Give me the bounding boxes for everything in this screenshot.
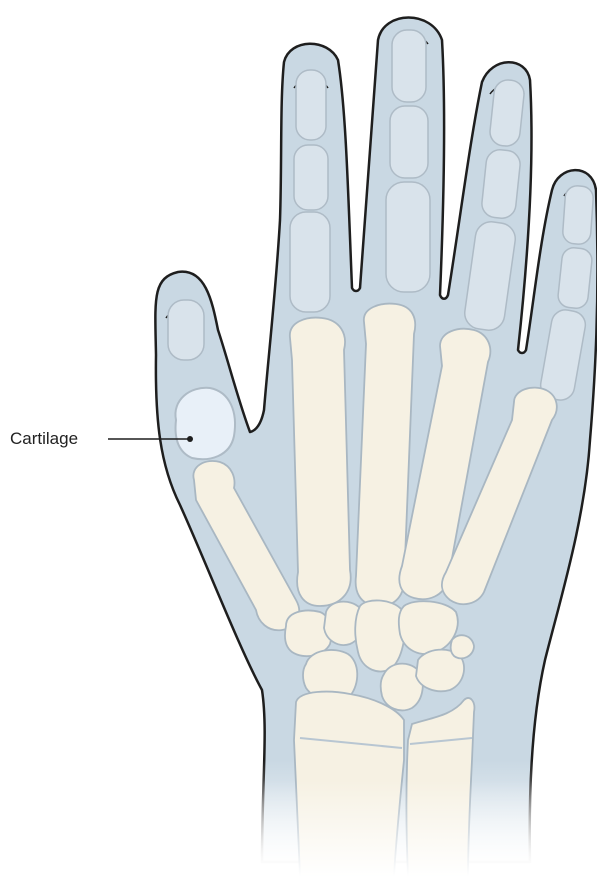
middle-proximal-phalanx [386, 182, 430, 292]
leader-dot [187, 436, 193, 442]
middle-distal-phalanx [392, 30, 426, 102]
capitate [355, 600, 405, 671]
middle-middle-phalanx [390, 106, 428, 178]
ring-middle-phalanx [481, 148, 522, 219]
pisiform [451, 635, 474, 658]
index-distal-phalanx [296, 70, 326, 140]
label-cartilage: Cartilage [10, 429, 78, 448]
bottom-fade [230, 780, 570, 876]
thumb-distal-phalanx [168, 300, 204, 360]
little-distal-phalanx [562, 185, 594, 245]
index-proximal-phalanx [290, 212, 330, 312]
index-metacarpal [290, 318, 351, 606]
cartilage-joint [175, 388, 235, 459]
cartilage-shape [175, 388, 235, 459]
little-middle-phalanx [557, 247, 593, 310]
ring-distal-phalanx [489, 79, 526, 148]
index-middle-phalanx [294, 145, 328, 210]
